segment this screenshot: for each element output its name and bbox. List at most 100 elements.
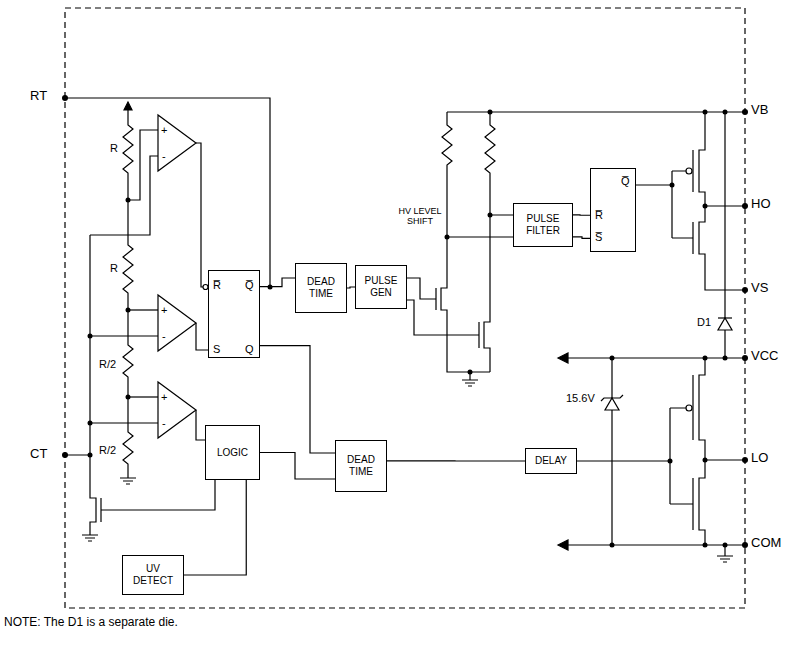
latch-pin-name: R̅ [595, 209, 603, 221]
wire [128, 396, 158, 397]
reference-arrow [124, 102, 132, 110]
wire [128, 130, 158, 200]
wire [635, 171, 693, 238]
junction-dots [62, 95, 748, 548]
resistor-label: R/2 [99, 358, 116, 370]
resistor-label: R [110, 142, 118, 154]
pin-dot [742, 355, 748, 361]
ground-symbol [82, 535, 98, 541]
junction-dot [88, 334, 93, 339]
pin-dot [742, 542, 748, 548]
wire [577, 408, 745, 504]
junction-dot [610, 543, 615, 548]
junction-dot [126, 308, 131, 313]
diode-label: D1 [697, 316, 711, 328]
junction-dot [668, 459, 673, 464]
junction-dot [126, 198, 131, 203]
latch-pin-name: R̅ [213, 279, 221, 291]
input-sign: + [161, 304, 167, 316]
comparator-symbol [158, 115, 196, 171]
zener-label: 15.6V [566, 392, 595, 404]
wire [65, 98, 270, 287]
wire [128, 309, 158, 310]
signal-wire [260, 346, 335, 453]
latch-pin-name: S̅ [595, 231, 602, 243]
pin-dot [742, 457, 748, 463]
block-text: DEAD TIME [299, 276, 343, 300]
junction-dot [88, 421, 93, 426]
junction-dot [445, 235, 450, 240]
signal-wire [387, 460, 525, 461]
block-text: UV DETECT [126, 563, 180, 587]
junction-dot [88, 453, 93, 458]
pin-dot [742, 287, 748, 293]
junction-dot [703, 543, 708, 548]
wire [196, 143, 203, 287]
resistor-label: R [110, 262, 118, 274]
sr-latch: R̅Q̅SQ [208, 270, 260, 358]
rail-arrow [558, 540, 568, 550]
signal-wire [260, 453, 335, 480]
input-sign: - [162, 150, 166, 162]
pin-name: CT [30, 448, 47, 460]
block-label: HV LEVEL SHIFT [398, 206, 442, 226]
junction-dot [703, 110, 708, 115]
wire [447, 215, 513, 237]
pin-dot [62, 452, 68, 458]
ground-symbol [462, 380, 478, 386]
uv-detect-box: UV DETECT [122, 555, 184, 595]
pin-name: VCC [751, 350, 778, 362]
output-mosfets [699, 112, 745, 290]
input-sign: - [162, 330, 166, 342]
signal-wire [347, 287, 355, 288]
diode-symbol [718, 318, 732, 330]
signal-wire [573, 237, 590, 238]
mosfet-gate [692, 375, 693, 530]
sr-latch: Q̅R̅S̅ [590, 168, 636, 252]
junction-dot [723, 110, 728, 115]
mosfet-gate [436, 288, 479, 348]
wire [90, 335, 158, 336]
pin-dot [742, 203, 748, 209]
wire [196, 410, 205, 440]
note-text: NOTE: The D1 is a separate die. [4, 616, 178, 628]
level-shift-resistor [441, 112, 490, 372]
zener-symbol [605, 398, 619, 410]
wire [196, 323, 208, 350]
junction-dot [610, 356, 615, 361]
pin-dot [742, 109, 748, 115]
zener-symbol [601, 395, 623, 401]
input-sign: - [162, 417, 166, 429]
output-mosfets [699, 358, 705, 545]
block-text: DELAY [535, 455, 567, 467]
wire [65, 235, 96, 535]
comparator-symbol [158, 382, 196, 438]
block-text: PULSE FILTER [517, 213, 569, 237]
wire [90, 156, 158, 235]
chip-outline [65, 8, 745, 608]
pulse-filter-box: PULSE FILTER [513, 203, 573, 247]
latch-pin-name: Q̅ [245, 279, 254, 291]
level-shift-resistor [484, 112, 495, 372]
pin-name: VS [751, 282, 768, 294]
ground-symbol [120, 478, 136, 484]
dead-time-box: DEAD TIME [295, 263, 347, 313]
wire [90, 422, 158, 423]
pin-name: RT [30, 90, 47, 102]
pin-dot [62, 95, 68, 101]
delay-box: DELAY [525, 448, 577, 474]
wire [405, 300, 479, 335]
diode-symbol [718, 317, 732, 318]
wire [611, 358, 612, 545]
signal-wire [260, 278, 295, 287]
junction-dot [488, 110, 493, 115]
input-sign: + [161, 391, 167, 403]
wire [101, 480, 215, 510]
signal-wire [184, 480, 246, 575]
block-text: LOGIC [217, 447, 248, 459]
ground-symbol [717, 556, 733, 562]
input-sign: + [161, 124, 167, 136]
pin-name: VB [751, 104, 768, 116]
junction-dot [723, 543, 728, 548]
resistor-label: R/2 [99, 444, 116, 456]
